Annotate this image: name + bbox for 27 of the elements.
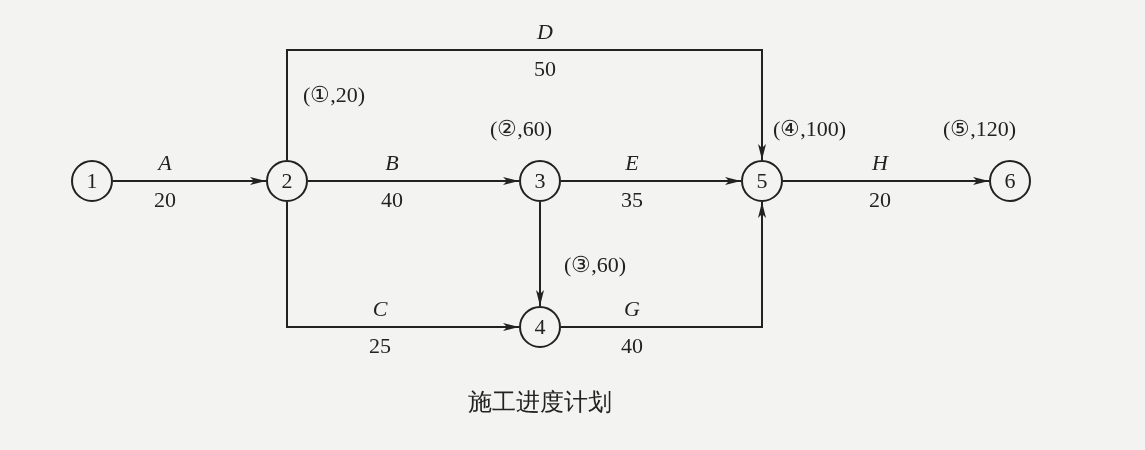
edge-label: H 20: [868, 149, 892, 214]
node-annotation: (⑤,120): [943, 118, 1017, 140]
node-number: 3: [534, 170, 546, 192]
node-annotation: (①,20): [303, 84, 366, 106]
node-annotation: (③,60): [564, 254, 627, 276]
edge-label: D 50: [533, 18, 557, 83]
arrow: [782, 177, 990, 185]
edge-label: A 20: [153, 149, 177, 214]
node-number: 4: [534, 316, 546, 338]
node-annotation: (④,100): [773, 118, 847, 140]
node-number: 6: [1004, 170, 1016, 192]
arrow: [560, 177, 742, 185]
arrow: [560, 201, 766, 328]
node-annotation: (②,60): [490, 118, 553, 140]
arrow: [536, 201, 544, 307]
edge-label: B 40: [380, 149, 404, 214]
edge-label: G 40: [620, 295, 644, 360]
edge-label: C 25: [368, 295, 392, 360]
arrow: [286, 49, 766, 161]
edge-label: E 35: [620, 149, 644, 214]
node-number: 2: [281, 170, 293, 192]
arrow: [112, 177, 267, 185]
node-number: 5: [756, 170, 768, 192]
arrow: [307, 177, 520, 185]
caption: 施工进度计划: [467, 390, 613, 414]
arrow: [286, 201, 520, 331]
node-number: 1: [86, 170, 98, 192]
